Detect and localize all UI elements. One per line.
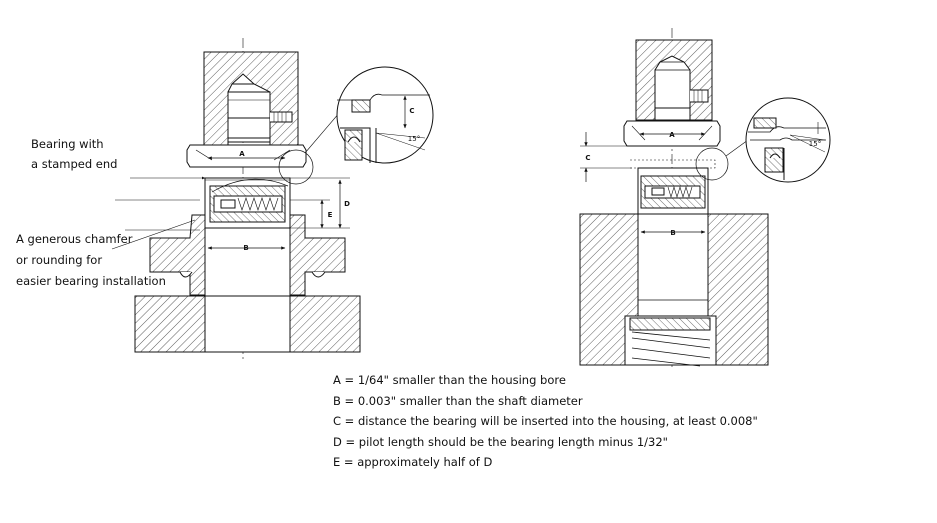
left-label-e: E <box>328 211 333 219</box>
right-label-c: C <box>585 154 590 162</box>
legend-item-c: C = distance the bearing will be inserte… <box>333 414 758 429</box>
annotation-chamfer-line1: A generous chamfer <box>16 232 133 246</box>
left-label-b: B <box>243 244 248 252</box>
right-label-a: A <box>669 131 675 139</box>
right-detail-magnified <box>745 97 831 183</box>
right-assembly-figure <box>579 28 769 370</box>
left-label-a: A <box>239 150 245 158</box>
annotation-bearing-stamped: Bearing with a stamped end <box>31 134 117 174</box>
left-assembly-figure <box>111 38 361 360</box>
annotation-chamfer-line3: easier bearing installation <box>16 274 166 288</box>
annotation-bearing-stamped-line1: Bearing with <box>31 137 104 151</box>
right-label-b: B <box>670 229 675 237</box>
legend-item-e: E = approximately half of D <box>333 455 493 470</box>
annotation-bearing-stamped-line2: a stamped end <box>31 157 118 171</box>
left-detail-angle: 15° <box>408 135 420 143</box>
legend-item-a: A = 1/64" smaller than the housing bore <box>333 373 566 387</box>
dimension-legend: A = 1/64" smaller than the housing bore … <box>333 370 758 473</box>
left-detail-magnified <box>336 66 434 164</box>
legend-item-d: D = pilot length should be the bearing l… <box>333 434 668 449</box>
annotation-chamfer: A generous chamfer or rounding for easie… <box>16 229 166 292</box>
right-detail-angle: 15° <box>809 140 821 148</box>
left-detail-label-c: C <box>409 107 414 115</box>
legend-item-b: B = 0.003" smaller than the shaft diamet… <box>333 393 583 408</box>
annotation-chamfer-line2: or rounding for <box>16 253 103 267</box>
left-label-d: D <box>344 200 350 208</box>
